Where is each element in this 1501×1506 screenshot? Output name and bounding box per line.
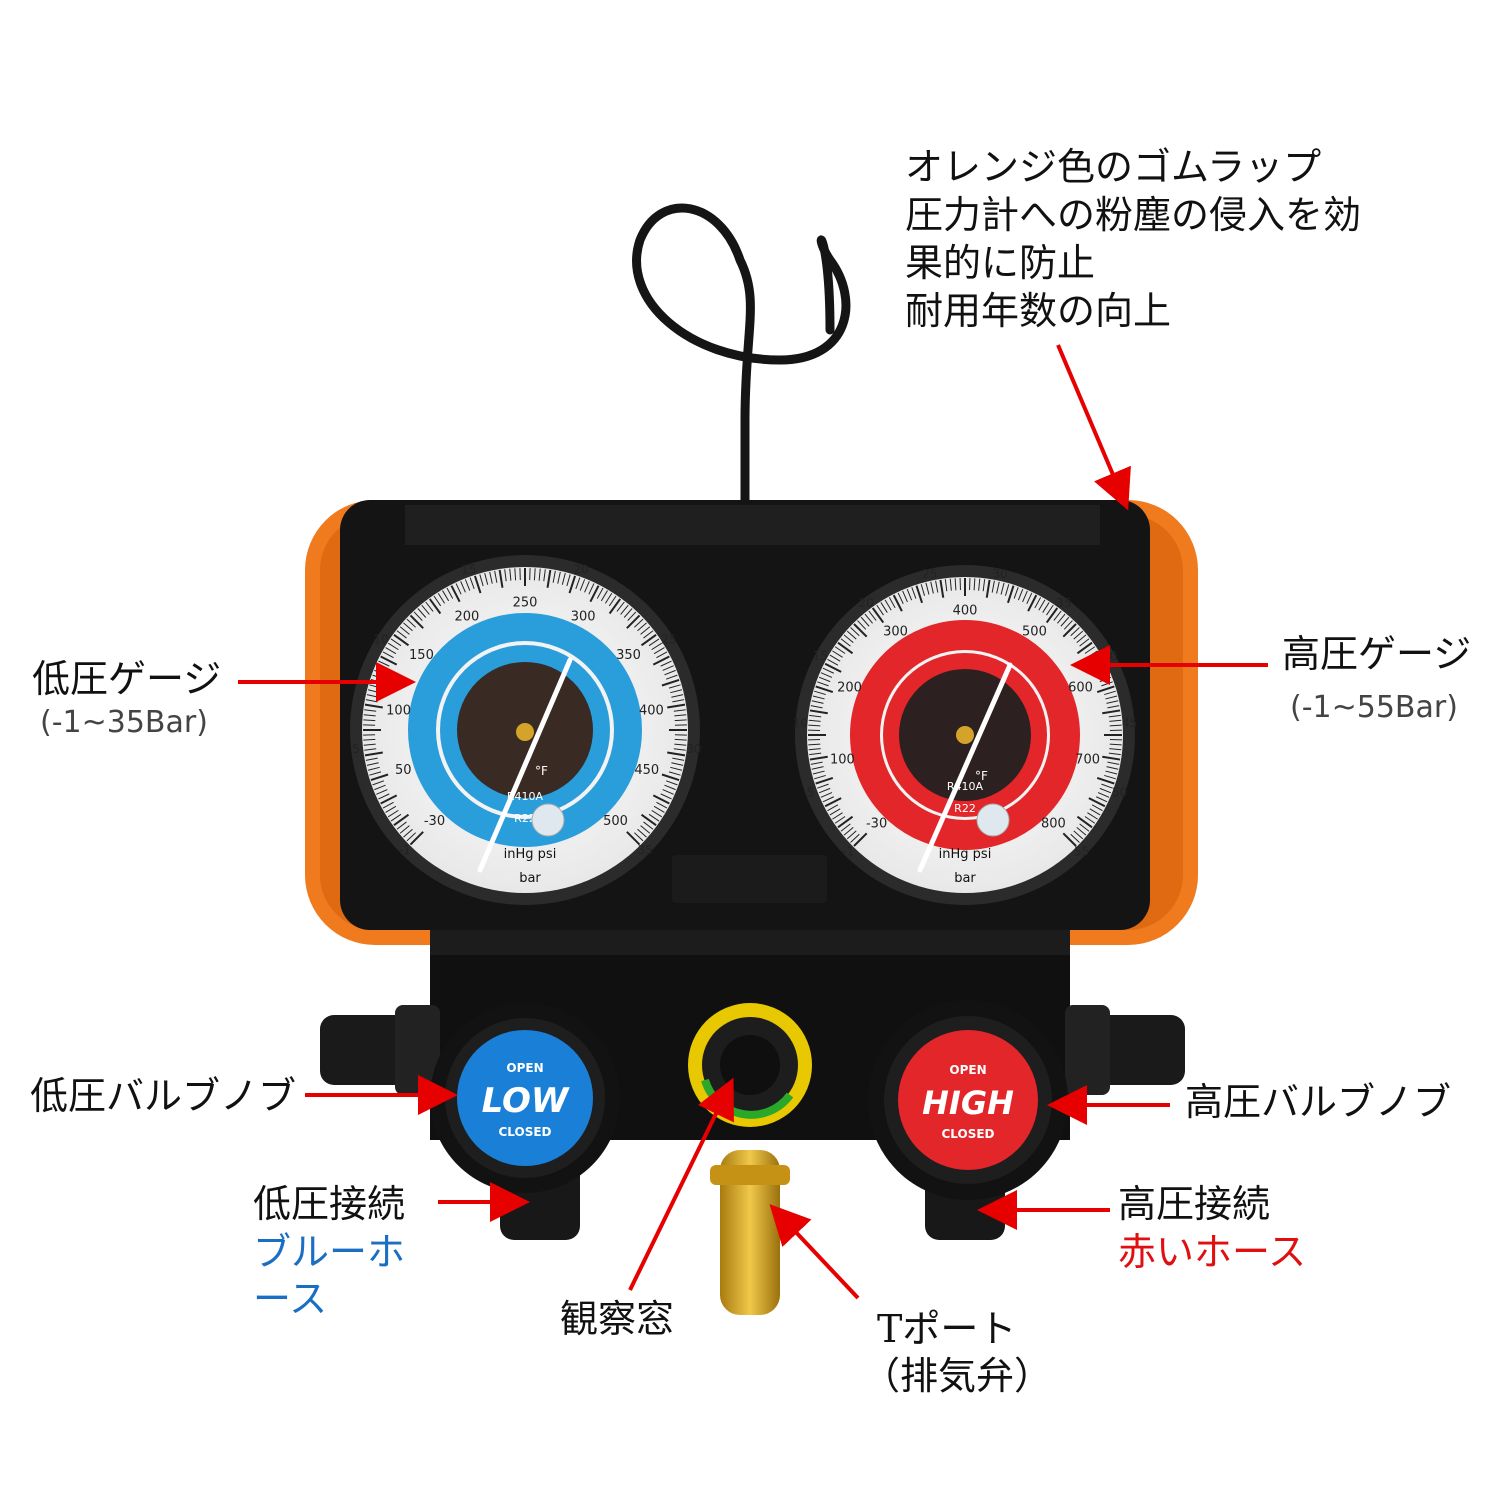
low-pressure-gauge: °F R410A R22 inHg psi bar -3050100150200… [350, 555, 702, 905]
gauge-scale-label: 35 [1056, 596, 1071, 610]
gauge-scale-label: 300 [883, 624, 908, 639]
high-gauge-title: 高圧ゲージ [1282, 630, 1471, 678]
gauge-scale-label: 30 [686, 742, 701, 756]
low-gauge-range: (-1~35Bar) [40, 705, 208, 740]
gauge-scale-label: 200 [837, 680, 862, 695]
low-knob-closed: CLOSED [498, 1125, 551, 1139]
gauge-scale-label: 450 [634, 763, 659, 778]
gauge-scale-label: 20 [574, 563, 589, 577]
gauge-scale-label: 5 [807, 786, 815, 800]
gauge-scale-label: -1 [842, 845, 854, 859]
low-knob-title: 低圧バルブノブ [30, 1072, 296, 1120]
gauge-scale-label: 55 [1074, 845, 1089, 859]
t-port-title: Tポート [877, 1305, 1016, 1353]
gauge-scale-label: 5 [352, 742, 360, 756]
high-knob-title: 高圧バルブノブ [1185, 1078, 1451, 1126]
arrow-rubber-wrap [1058, 345, 1125, 503]
gauge-scale-label: 40 [1102, 649, 1117, 663]
low-knob-label: LOW [482, 1081, 570, 1121]
high-refrigerant-2: R22 [954, 802, 976, 815]
gauge-scale-label: 100 [830, 753, 855, 768]
low-unit-f: °F [535, 764, 548, 778]
low-unit-bar: bar [519, 871, 541, 886]
rubber-wrap-line-1: オレンジ色のゴムラップ [905, 143, 1361, 191]
high-pressure-gauge: °F R410A R22 inHg psi bar -3010020030040… [793, 565, 1137, 905]
nameplate [672, 855, 827, 903]
high-knob-closed: CLOSED [941, 1127, 994, 1141]
gauge-scale-label: 350 [616, 648, 641, 663]
gauge-scale-label: 35 [638, 843, 653, 857]
high-gauge-reset [977, 804, 1009, 836]
gauge-scale-label: -30 [424, 814, 445, 829]
gauge-scale-label: 15 [813, 649, 828, 663]
gauge-scale-label: 10 [793, 716, 808, 730]
gauge-scale-label: 500 [603, 814, 628, 829]
gauge-scale-label: 30 [992, 567, 1007, 581]
low-valve-knob[interactable]: OPEN LOW CLOSED [430, 1003, 620, 1193]
gauge-scale-label: 200 [454, 609, 479, 624]
low-connection-hose-2: ース [253, 1275, 327, 1323]
gauge-scale-label: 15 [461, 563, 476, 577]
high-gauge-range: (-1~55Bar) [1290, 690, 1458, 725]
rubber-wrap-line-2: 圧力計への粉塵の侵入を効 [905, 191, 1361, 239]
low-connection-hose-1: ブルーホ [253, 1228, 405, 1276]
gauge-scale-label: 400 [639, 703, 664, 718]
gauge-scale-label: 150 [409, 648, 434, 663]
gauge-scale-label: 300 [571, 609, 596, 624]
gauge-scale-label: 400 [953, 603, 978, 618]
rubber-wrap-label: オレンジ色のゴムラップ 圧力計への粉塵の侵入を効 果的に防止 耐用年数の向上 [905, 143, 1361, 335]
gauge-scale-label: 50 [395, 763, 412, 778]
high-knob-open: OPEN [949, 1063, 986, 1077]
high-connection-title: 高圧接続 [1118, 1180, 1270, 1228]
sight-glass [688, 1003, 812, 1127]
sight-glass-title: 観察窓 [560, 1295, 674, 1343]
high-unit-bar: bar [954, 871, 976, 886]
low-unit-inhg-psi: inHg psi [504, 847, 557, 862]
gauge-scale-label: 10 [373, 633, 388, 647]
high-unit-inhg-psi: inHg psi [939, 847, 992, 862]
gauge-scale-label: -30 [866, 817, 887, 832]
low-gauge-title: 低圧ゲージ [32, 655, 221, 703]
gauge-scale-label: 100 [386, 703, 411, 718]
hanging-hook [637, 208, 846, 505]
gauge-scale-label: -1 [399, 843, 411, 857]
gauge-scale-label: 700 [1075, 753, 1100, 768]
high-valve-knob[interactable]: OPEN HIGH CLOSED [868, 1000, 1068, 1200]
rubber-wrap-line-4: 耐用年数の向上 [905, 287, 1361, 335]
arrow-t-port [775, 1210, 858, 1298]
high-knob-label: HIGH [922, 1084, 1014, 1122]
gauge-scale-label: 250 [513, 595, 538, 610]
gauge-scale-label: 20 [858, 596, 873, 610]
low-connection-title: 低圧接続 [253, 1180, 405, 1228]
gauge-scale-label: 800 [1041, 817, 1066, 832]
low-gauge-reset [532, 804, 564, 836]
gauge-scale-label: 600 [1068, 680, 1093, 695]
gauge-scale-label: 50 [1112, 786, 1127, 800]
t-port-subtitle: （排気弁） [862, 1352, 1052, 1400]
gauge-scale-label: 45 [1122, 716, 1137, 730]
rubber-wrap-line-3: 果的に防止 [905, 239, 1361, 287]
gauge-scale-label: 25 [661, 633, 676, 647]
gauge-scale-label: 500 [1022, 624, 1047, 639]
gauge-scale-label: 25 [922, 567, 937, 581]
low-knob-open: OPEN [506, 1061, 543, 1075]
high-connection-hose: 赤いホース [1118, 1228, 1306, 1276]
